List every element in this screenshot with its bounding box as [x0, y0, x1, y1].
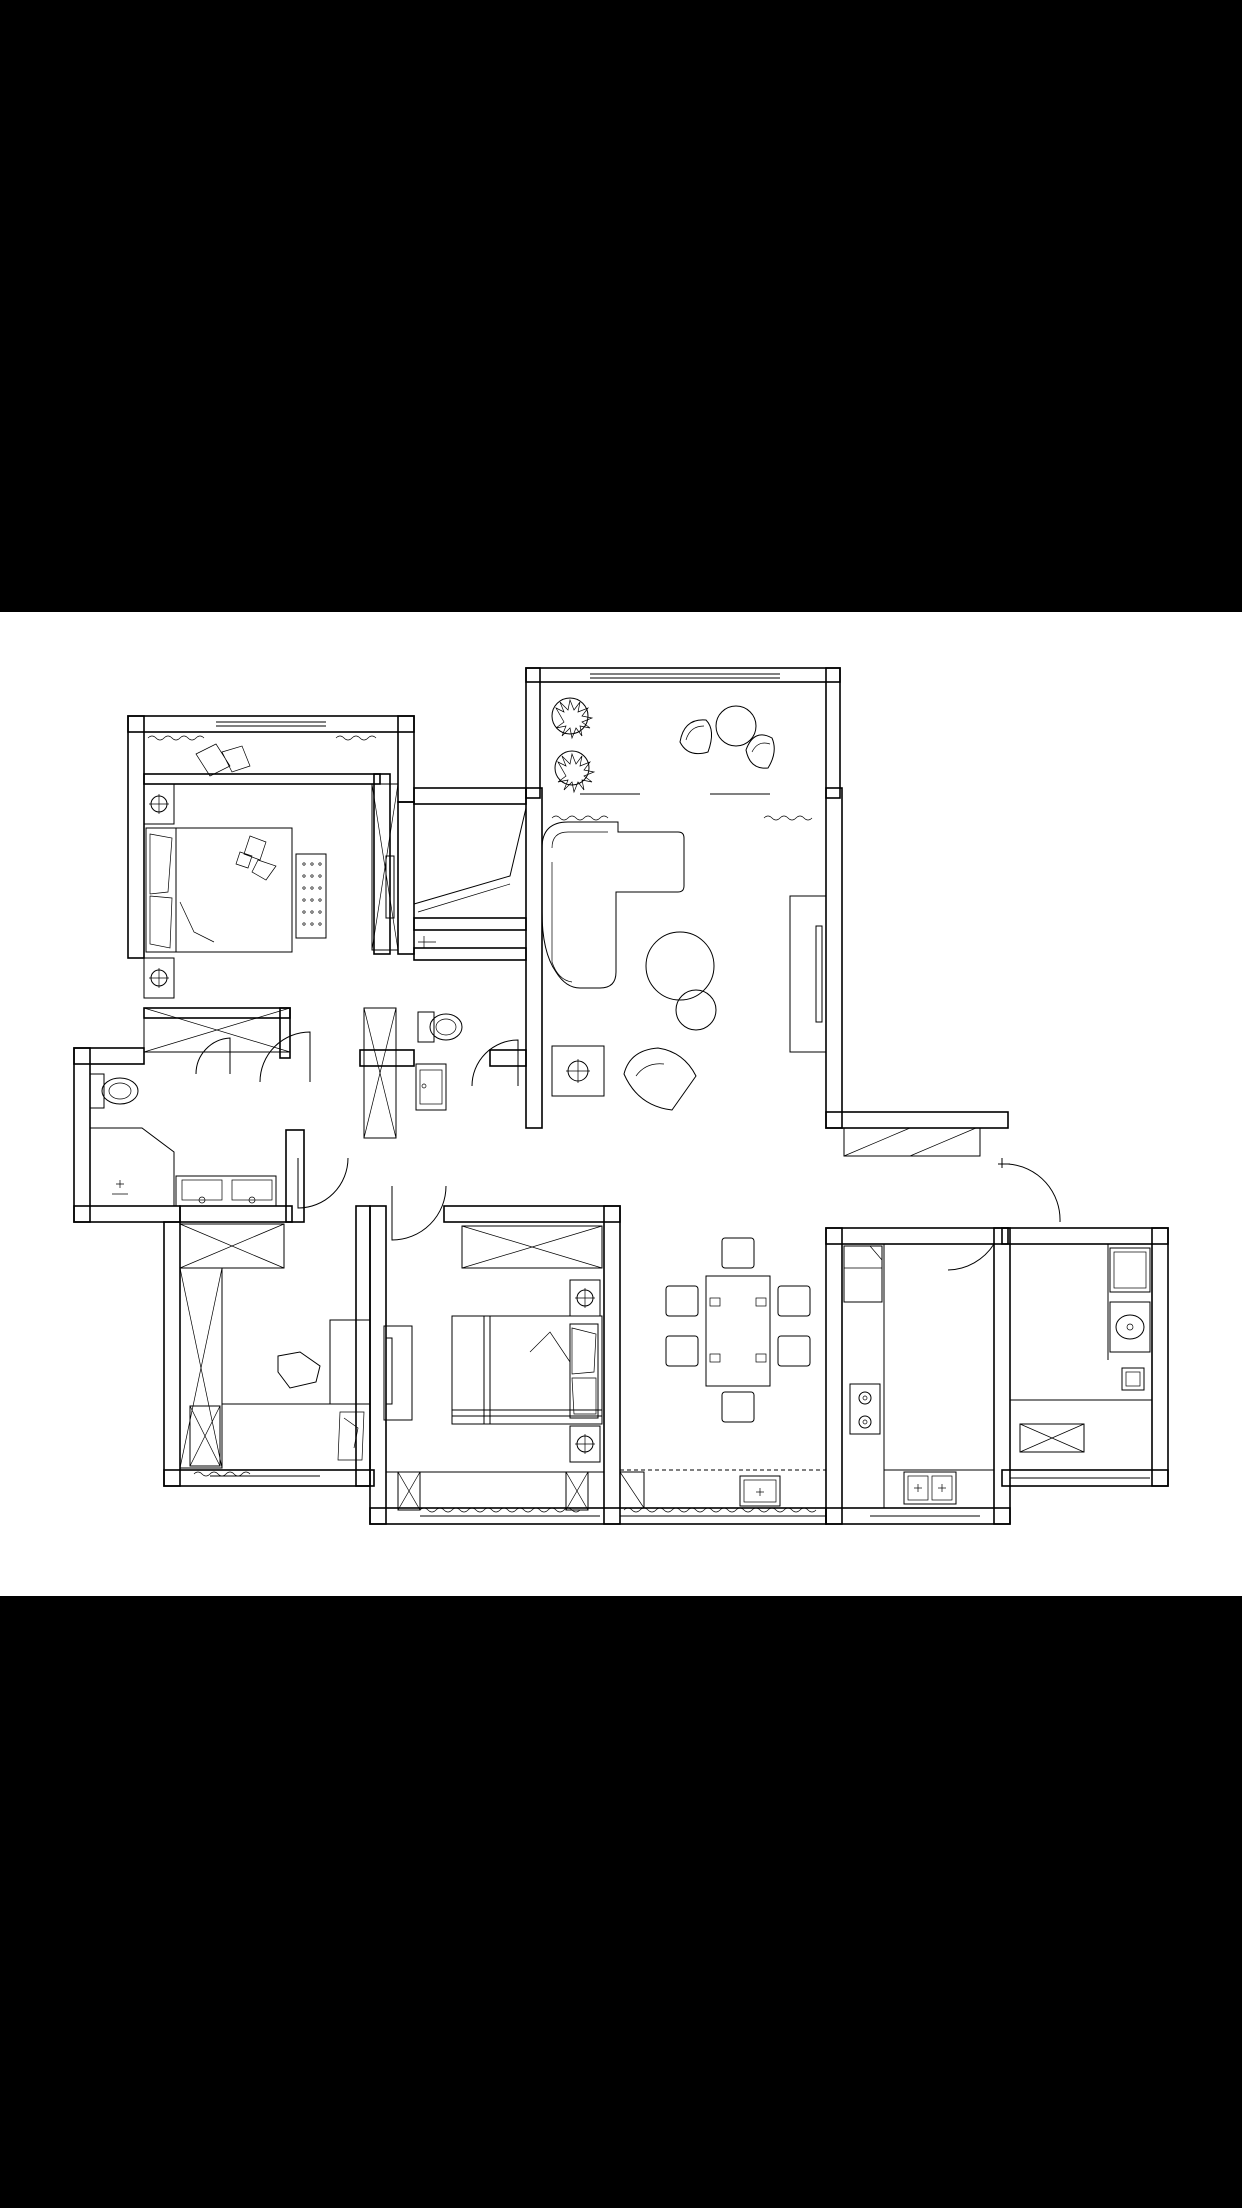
pillow-icon	[337, 1411, 365, 1461]
plant-icon	[551, 697, 594, 740]
floor-plan	[73, 667, 1169, 1525]
chair-icon	[721, 1237, 755, 1269]
lamp-icon	[569, 1425, 601, 1463]
lamp-icon	[569, 1279, 601, 1317]
walk-in-closet	[413, 803, 527, 919]
pillow-icon	[195, 743, 251, 777]
study-bedroom	[179, 1223, 371, 1469]
floor-drain-icon	[1019, 1423, 1085, 1453]
utility-room	[1010, 1244, 1152, 1453]
second-bedroom	[383, 1225, 604, 1511]
tv-cabinet-icon	[789, 895, 827, 1053]
tv-icon	[815, 925, 823, 1023]
coffee-table-icon	[645, 931, 715, 1001]
plant-icon	[554, 750, 596, 794]
windows	[147, 673, 1150, 1517]
armchair-icon	[623, 1047, 697, 1111]
wardrobe-icon	[179, 1267, 223, 1469]
chair-icon	[777, 1285, 811, 1317]
left-bathroom	[89, 1073, 277, 1207]
bed-icon	[451, 1315, 603, 1425]
washer-icon	[1109, 1247, 1151, 1293]
small-bathroom	[363, 936, 463, 1139]
tv-icon	[385, 855, 395, 919]
chair-icon	[665, 1335, 699, 1367]
chair-icon	[745, 734, 775, 769]
toilet-icon	[417, 1011, 463, 1043]
bench-icon	[295, 853, 327, 939]
vanity-icon	[175, 1175, 277, 1207]
chair-icon	[721, 1391, 755, 1423]
lamp-icon	[143, 783, 175, 825]
desk-icon	[329, 1319, 371, 1405]
wardrobe-icon	[143, 1007, 291, 1053]
wardrobe-icon	[371, 783, 399, 951]
master-bedroom	[143, 743, 399, 1053]
sofa-icon	[541, 821, 685, 989]
dining-area	[619, 1237, 826, 1509]
lamp-icon	[143, 957, 175, 999]
sink-icon	[739, 1475, 781, 1507]
kitchen	[842, 1243, 994, 1508]
sink-icon	[1109, 1301, 1151, 1353]
chair-icon	[777, 1335, 811, 1367]
sink-icon	[415, 1063, 447, 1111]
wardrobe-icon	[179, 1223, 285, 1269]
floor-plan-panel	[0, 612, 1242, 1596]
door-swing-icon	[195, 1031, 1061, 1300]
tv-cabinet-icon	[383, 1325, 413, 1421]
chair-icon	[665, 1285, 699, 1317]
toilet-icon	[89, 1073, 139, 1109]
fridge-icon	[843, 1245, 883, 1303]
bed-icon	[145, 827, 293, 953]
chair-icon	[277, 1351, 321, 1389]
tv-icon	[385, 1337, 393, 1405]
dining-table-icon	[705, 1275, 771, 1387]
shower-icon	[89, 1127, 175, 1207]
wardrobe-icon	[461, 1225, 603, 1269]
living-room	[541, 821, 981, 1157]
balcony	[551, 697, 775, 794]
exterior-walls	[73, 667, 1169, 1525]
wardrobe-icon	[363, 1007, 397, 1139]
chair-icon	[679, 719, 712, 755]
sink-icon	[903, 1471, 957, 1505]
lamp-icon	[551, 1045, 605, 1097]
stove-icon	[849, 1383, 881, 1435]
round-table-icon	[715, 705, 757, 747]
shower-icon	[418, 936, 436, 948]
